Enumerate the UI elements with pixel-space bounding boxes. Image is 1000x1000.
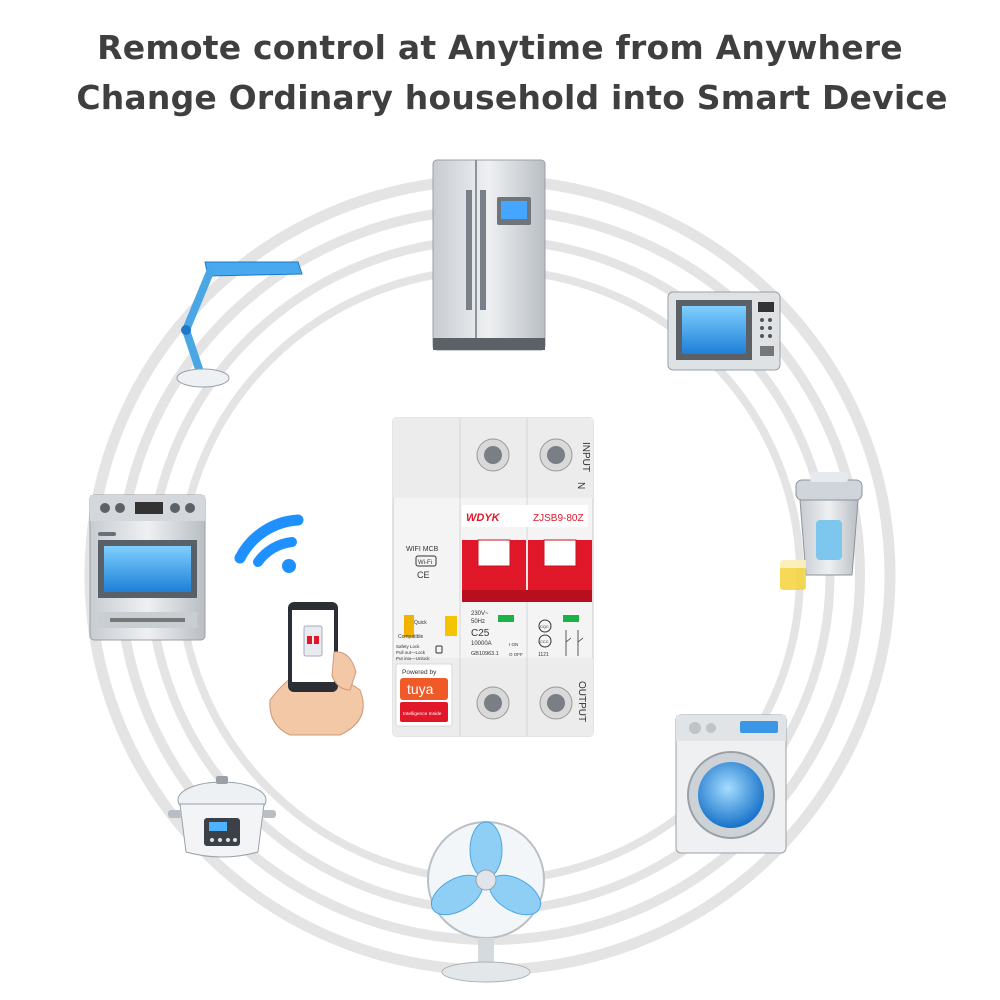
powered-by-label: Powered by <box>402 669 437 676</box>
fan-icon <box>427 821 545 983</box>
desk-lamp-icon <box>176 261 303 388</box>
rice-cooker-icon <box>168 776 276 858</box>
microwave-icon <box>667 291 781 371</box>
lock-icon <box>435 645 443 654</box>
circuit-diagram <box>565 630 584 656</box>
frequency-rating: 50Hz <box>471 619 485 625</box>
circuit-code: 1121 <box>538 652 549 658</box>
ce-mark: CE <box>417 570 430 580</box>
terminal-screws-bottom <box>476 686 573 720</box>
input-label: INPUT <box>580 442 591 472</box>
voltage-rating: 230V~ <box>471 611 489 617</box>
model-number: ZJSB9-80Z <box>533 513 584 524</box>
safety-lock-label: Safety Lock <box>396 644 420 649</box>
status-indicator-left <box>498 615 514 622</box>
quick-label: Quick <box>414 620 427 626</box>
pull-out-lock-label: Pull out—Lock <box>396 650 426 655</box>
oven-icon <box>89 494 206 641</box>
washing-machine-icon <box>675 714 787 854</box>
toggle-levers <box>462 539 592 602</box>
current-rating: C25 <box>471 628 490 639</box>
terminal-screws-top <box>476 438 573 472</box>
on-mark: I ON <box>509 642 518 647</box>
output-label: OUTPUT <box>576 681 587 722</box>
ccc-mark: CCC <box>540 639 549 644</box>
tuya-badge: Powered by tuya Intelligence Inside <box>395 663 453 727</box>
off-mark: O OFF <box>509 652 523 657</box>
smart-breaker: INPUT N OUTPUT WDYK ZJSB9-80Z WIFI MCB W… <box>392 417 594 737</box>
wifi-icon <box>234 514 304 573</box>
headline-line-2: Change Ordinary household into Smart Dev… <box>76 78 948 117</box>
wifi-badge: Wi-Fi <box>418 560 432 566</box>
headline-line-1: Remote control at Anytime from Anywhere <box>97 28 903 67</box>
breaking-capacity: 10000A <box>471 641 492 647</box>
compatible-label: Compatible <box>398 634 424 640</box>
intelligence-inside-label: Intelligence Inside <box>403 711 442 717</box>
tuya-logo: tuya <box>407 681 434 697</box>
status-indicator-right <box>563 615 579 622</box>
refrigerator-icon <box>432 159 546 351</box>
juicer-icon <box>780 472 863 590</box>
neutral-label: N <box>575 482 586 489</box>
put-into-unlock-label: Put into—Unlock <box>396 656 430 661</box>
brand-logo: WDYK <box>466 512 501 524</box>
standard-code: GB10963.1 <box>471 651 499 657</box>
cqc-mark: CQC <box>540 624 549 629</box>
product-type: WIFI MCB <box>406 546 439 553</box>
smartphone-hand-icon <box>269 602 364 736</box>
